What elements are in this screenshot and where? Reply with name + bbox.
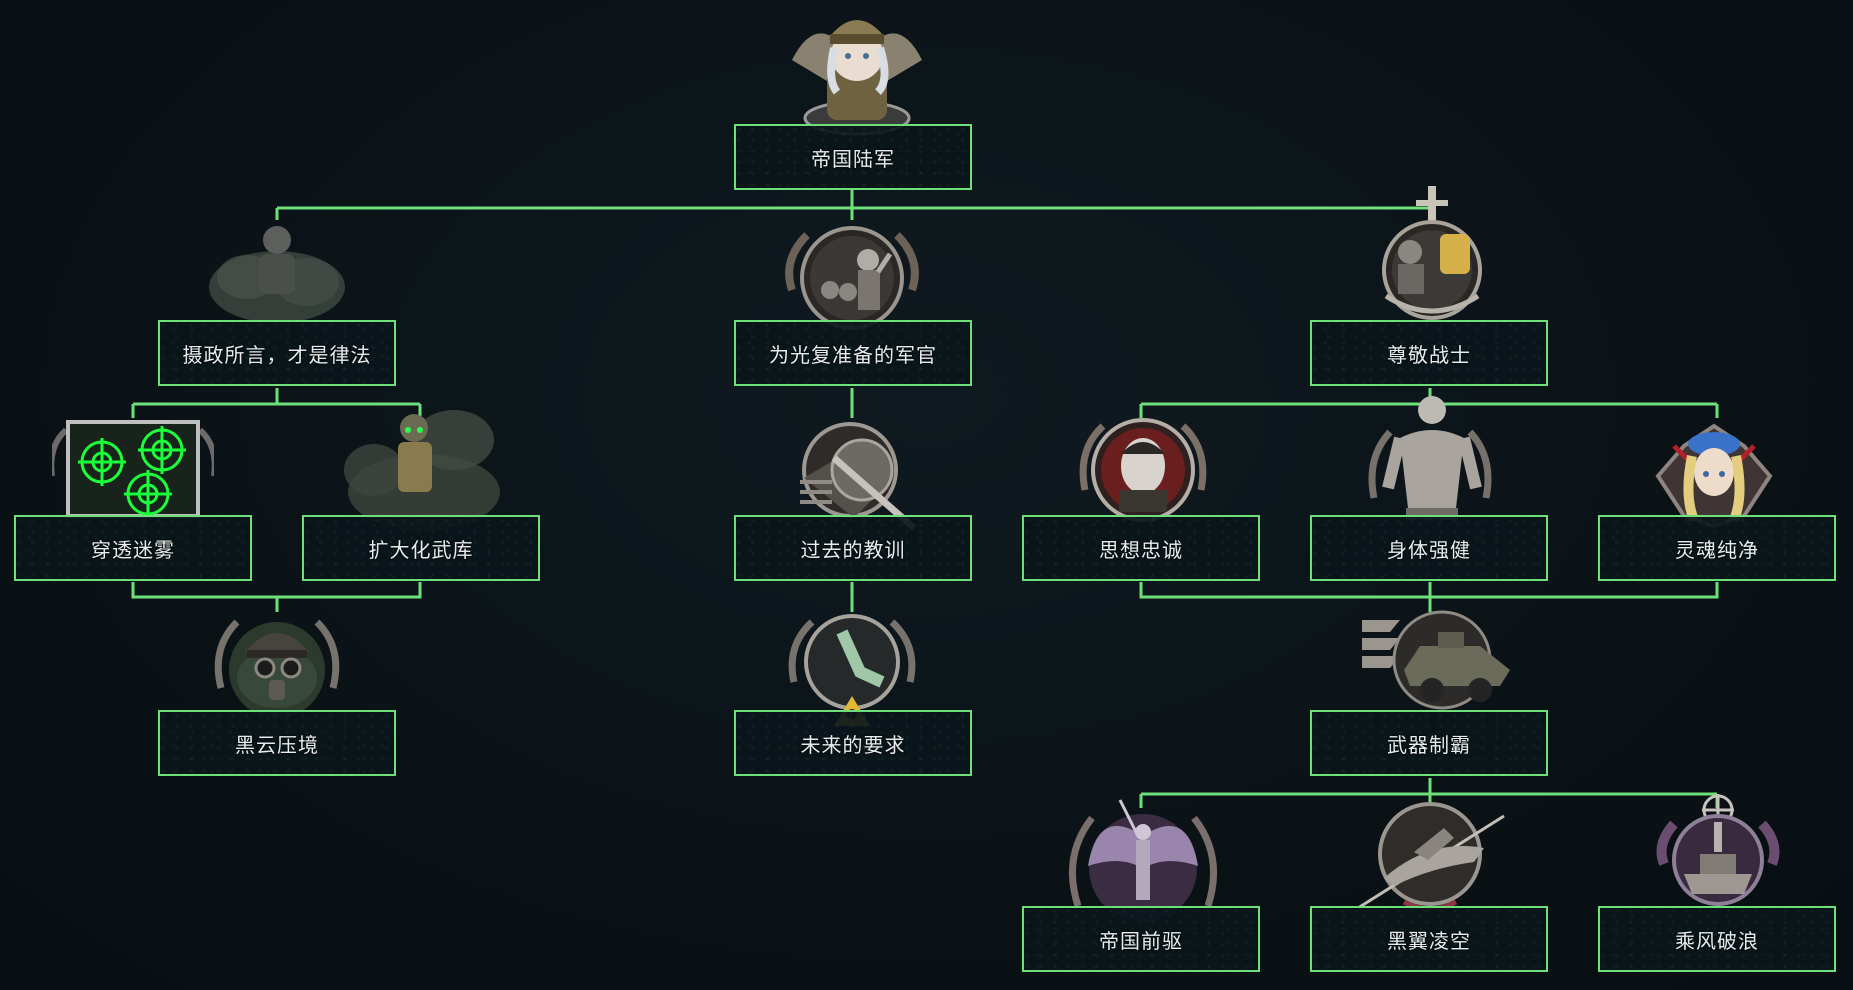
- focus-dark-clouds[interactable]: 黑云压境: [158, 710, 396, 776]
- focus-label: 摄政所言，才是律法: [182, 342, 372, 367]
- focus-label: 未来的要求: [800, 732, 906, 757]
- focus-imperial-army[interactable]: 帝国陆军: [734, 124, 972, 190]
- focus-label: 帝国陆军: [811, 146, 895, 171]
- focus-black-wings[interactable]: 黑翼凌空: [1310, 906, 1548, 972]
- focus-label: 身体强健: [1387, 537, 1471, 562]
- focus-label: 武器制霸: [1387, 732, 1471, 757]
- focus-label: 黑翼凌空: [1387, 928, 1471, 953]
- focus-label: 乘风破浪: [1675, 928, 1759, 953]
- focus-future-demands[interactable]: 未来的要求: [734, 710, 972, 776]
- focus-label: 黑云压境: [235, 732, 319, 757]
- focus-label: 扩大化武库: [368, 537, 474, 562]
- focus-label: 为光复准备的军官: [769, 342, 937, 367]
- focus-label: 穿透迷雾: [91, 537, 175, 562]
- focus-ride-waves[interactable]: 乘风破浪: [1598, 906, 1836, 972]
- focus-regent-law[interactable]: 摄政所言，才是律法: [158, 320, 396, 386]
- focus-imperial-vanguard[interactable]: 帝国前驱: [1022, 906, 1260, 972]
- focus-label: 思想忠诚: [1099, 537, 1183, 562]
- focus-expand-arsenal[interactable]: 扩大化武库: [302, 515, 540, 581]
- focus-label: 灵魂纯净: [1675, 537, 1759, 562]
- focus-past-lessons[interactable]: 过去的教训: [734, 515, 972, 581]
- focus-label: 帝国前驱: [1099, 928, 1183, 953]
- focus-officers-restoration[interactable]: 为光复准备的军官: [734, 320, 972, 386]
- focus-pure-soul[interactable]: 灵魂纯净: [1598, 515, 1836, 581]
- focus-strong-body[interactable]: 身体强健: [1310, 515, 1548, 581]
- focus-label: 过去的教训: [800, 537, 906, 562]
- focus-label: 尊敬战士: [1387, 342, 1471, 367]
- focus-pierce-fog[interactable]: 穿透迷雾: [14, 515, 252, 581]
- focus-respect-warriors[interactable]: 尊敬战士: [1310, 320, 1548, 386]
- focus-weapon-dominance[interactable]: 武器制霸: [1310, 710, 1548, 776]
- focus-loyal-mind[interactable]: 思想忠诚: [1022, 515, 1260, 581]
